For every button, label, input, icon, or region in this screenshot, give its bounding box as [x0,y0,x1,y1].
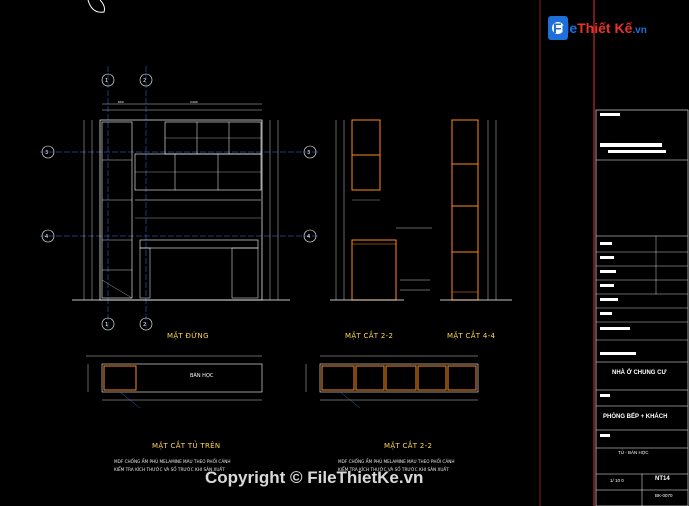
label-inner-desk: BÀN HỌC [190,373,214,379]
note-right-line-1: MDF CHỐNG ẨM PHỦ MELAMINE MÀU THEO PHỐI … [338,459,455,464]
logo-text-file: File [553,20,578,36]
logo-text-thietke: Thiết Kế [577,20,633,36]
section-2-2-bottom [305,355,479,409]
logo-mark-icon [548,16,568,40]
svg-text:3: 3 [307,150,310,156]
label-front-elevation: MẶT ĐỨNG [167,332,209,340]
svg-text:4: 4 [45,234,48,240]
axis-bubble-2: 2 2 [139,66,153,331]
svg-text:2400: 2400 [190,100,198,104]
title-item: TỦ - BÀN HỌC [618,450,649,455]
section-2-2-top [330,119,432,301]
copyright-watermark: Copyright © FileThietKe.vn [205,468,424,487]
svg-text:600: 600 [118,100,124,104]
label-section-top-cabinet: MẶT CẮT TỦ TRÊN [152,442,221,450]
svg-text:4: 4 [307,234,310,240]
logo-text-vn: .vn [632,25,647,36]
svg-text:2: 2 [143,78,146,84]
title-project: NHÀ Ở CHUNG CƯ [612,370,667,376]
svg-text:3: 3 [45,150,48,156]
label-section-4-4: MẶT CẮT 4-4 [447,332,496,340]
brand-logo[interactable] [548,14,668,42]
note-right-line-2: KIỂM TRA KÍCH THƯỚC VÀ SỐ TRƯỚC KHI SẢN … [338,467,449,472]
svg-text:1: 1 [105,322,108,328]
label-section-2-2-top: MẶT CẮT 2-2 [345,332,394,340]
section-4-4 [440,119,512,301]
note-left-line-1: MDF CHỐNG ẨM PHỦ MELAMINE MÀU THEO PHỐI … [114,459,231,464]
front-elevation: 600 2400 1 1 2 2 3 3 4 [40,66,320,331]
label-section-2-2-bottom: MẶT CẮT 2-2 [384,442,433,450]
note-left-line-2: KIỂM TRA KÍCH THƯỚC VÀ SỐ TRƯỚC KHI SẢN … [114,467,225,472]
section-top-cabinet [86,355,263,409]
title-sheet: BK-0070 [655,493,673,498]
axis-bubble-1: 1 1 [101,66,115,331]
svg-text:2: 2 [143,322,146,328]
top-curve-fragment [87,0,105,13]
axis-bubble-3: 3 3 [40,145,320,159]
logo-text: FileThiết Kế.vn [553,20,647,36]
title-scale: 1/ 10 0 [610,478,624,483]
title-block [595,109,689,506]
axis-bubble-4: 4 4 [40,229,320,243]
title-code: NT14 [655,476,670,482]
svg-text:1: 1 [105,78,108,84]
title-room: PHÒNG BẾP + KHÁCH [603,414,668,420]
